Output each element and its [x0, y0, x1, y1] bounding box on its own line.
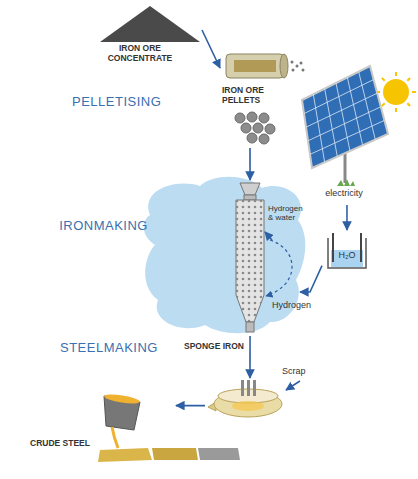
node-text: CRUDE STEEL [30, 439, 98, 449]
flow-arrow [346, 205, 348, 230]
panel-cell-line [325, 89, 338, 157]
ladle [104, 393, 141, 448]
steel-slabs [98, 448, 240, 462]
offgas-arrow [265, 232, 272, 240]
edge-label: Hydrogen [272, 300, 322, 311]
sun-ray [407, 103, 410, 106]
node-text: IRON ORE PELLETS [222, 86, 286, 106]
flow-note: Hydrogen & water [268, 204, 308, 222]
sun-ray [412, 91, 416, 93]
sun-ray [395, 72, 397, 76]
ore-pile [100, 6, 200, 42]
ironmaking-node: IRONMAKING [150, 180, 300, 336]
panel-cell-line [336, 83, 350, 151]
stage-heading: PELLETISING [72, 94, 182, 110]
sun-ray [395, 108, 397, 112]
solar-node: electricity [298, 52, 416, 205]
electrolyser [328, 233, 366, 268]
electric-arc-furnace [208, 380, 282, 417]
flow-arrow [202, 30, 220, 68]
node-text: STEELMAKING [60, 340, 175, 356]
flow-arrow [249, 148, 251, 180]
shaft-furnace [236, 183, 264, 332]
flow-arrow [249, 336, 251, 378]
node-text: IRON ORE CONCENTRATE [98, 44, 182, 64]
crude-steel-node: CRUDE STEEL [28, 390, 176, 466]
solar-panel [302, 66, 388, 186]
node-text: H₂O [328, 250, 366, 261]
node-text: electricity [316, 188, 372, 199]
scrap-arrow [286, 381, 300, 390]
sun-ray [382, 103, 385, 106]
panel-cell-line [347, 77, 362, 145]
node-text: IRONMAKING [50, 218, 148, 234]
sun [376, 72, 416, 112]
ore-pile-node: IRON ORE CONCENTRATE [95, 3, 202, 63]
panel-cell-line [359, 72, 376, 140]
sun-ray [382, 78, 385, 81]
recycle-loop [266, 240, 292, 296]
edge-label: SPONGE IRON [184, 342, 244, 352]
pellet-node: IRON ORE PELLETS [220, 48, 312, 148]
sun-ray [407, 78, 410, 81]
panel-cell-line [313, 94, 324, 162]
iron-ore-pellets [235, 112, 275, 144]
input-label: Scrap [282, 366, 312, 377]
pelletiser-drum [226, 54, 305, 78]
electrolyser-node: H₂O [322, 230, 372, 272]
flow-arrow [300, 266, 322, 292]
steelmaking-node: STEELMAKING [205, 378, 293, 424]
flow-arrow [176, 405, 205, 407]
